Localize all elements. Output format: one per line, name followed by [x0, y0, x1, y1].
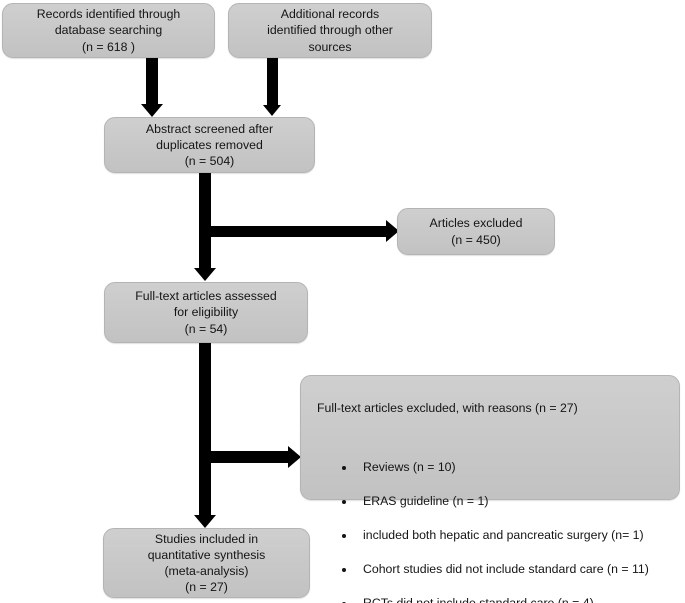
connector-records-to-screened-arrowhead	[141, 104, 163, 117]
box-fulltext-assessed: Full-text articles assessed for eligibil…	[104, 282, 308, 343]
connector-screened-to-excluded-arrowhead	[386, 220, 399, 242]
connector-records-to-screened-line	[146, 58, 158, 108]
connector-screened-to-fulltext-arrowhead	[194, 268, 216, 281]
connector-fulltext-to-reasons-line	[205, 451, 293, 463]
connector-additional-to-screened-arrowhead	[263, 105, 281, 116]
connector-screened-to-excluded-line	[205, 226, 390, 237]
connector-screened-to-fulltext-line	[199, 173, 211, 271]
connector-fulltext-to-included-arrowhead	[194, 515, 216, 528]
fulltext-excluded-title: Full-text articles excluded, with reason…	[317, 401, 578, 416]
list-item: RCTs did not include standard care (n = …	[342, 595, 667, 603]
box-additional-records: Additional records identified through ot…	[228, 3, 432, 58]
fulltext-excluded-reason-list: Reviews (n = 10) ERAS guideline (n = 1) …	[317, 442, 667, 603]
box-abstract-screened: Abstract screened after duplicates remov…	[104, 117, 315, 173]
box-articles-excluded: Articles excluded (n = 450)	[397, 208, 555, 255]
list-item: ERAS guideline (n = 1)	[342, 493, 667, 511]
connector-additional-to-screened-line	[267, 58, 278, 108]
list-item: included both hepatic and pancreatic sur…	[342, 527, 667, 545]
connector-fulltext-to-reasons-arrowhead	[288, 446, 301, 468]
list-item: Reviews (n = 10)	[342, 459, 667, 477]
box-studies-included: Studies included in quantitative synthes…	[103, 528, 310, 598]
box-records-identified: Records identified through database sear…	[2, 3, 215, 58]
box-fulltext-excluded-reasons: Full-text articles excluded, with reason…	[300, 375, 680, 603]
list-item: Cohort studies did not include standard …	[342, 561, 667, 579]
connector-fulltext-to-included-line	[199, 343, 211, 519]
